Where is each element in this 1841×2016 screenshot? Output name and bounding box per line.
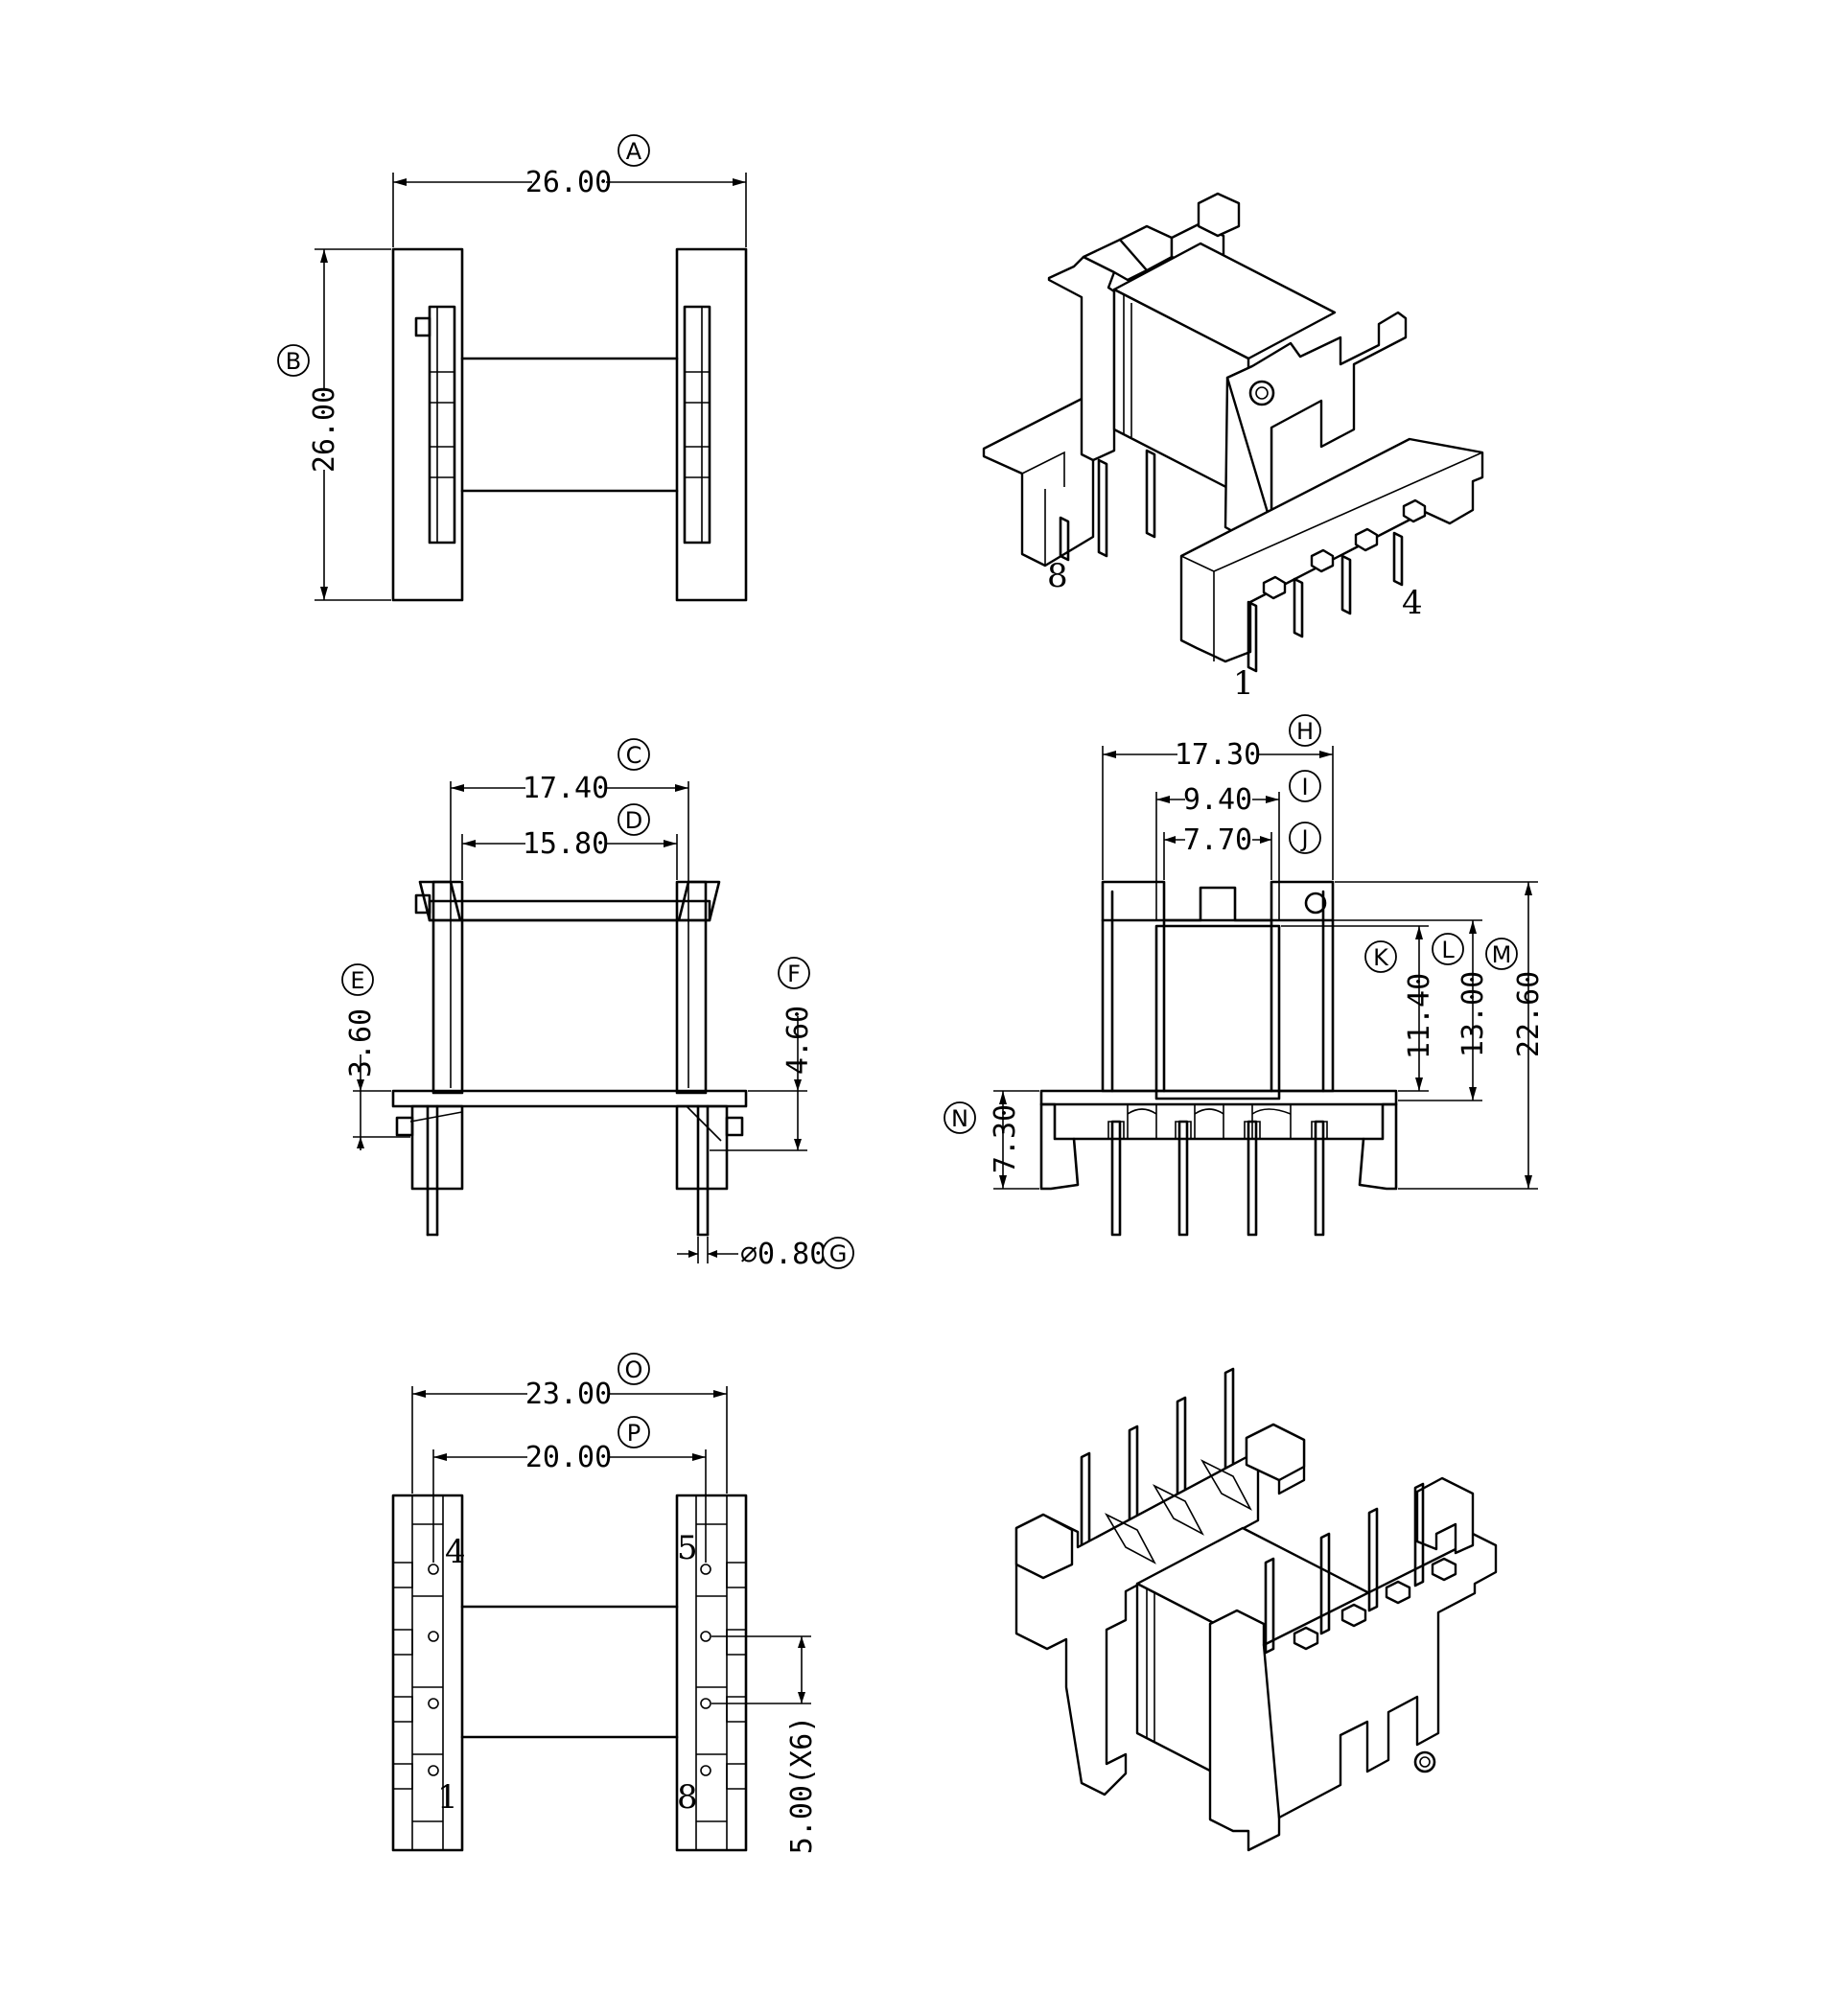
dimension-b: 26.00 B: [277, 248, 391, 601]
callout-d-label: D: [625, 807, 642, 834]
side-view-outline: [1039, 880, 1398, 1237]
dim-p-value: 20.00: [525, 1441, 612, 1474]
dim-e-value: 3.60: [344, 1008, 378, 1078]
top-view: 26.00 A 26.00 B: [277, 134, 748, 602]
dimension-e: 3.60 E: [341, 963, 410, 1150]
callout-o-circle: [618, 1353, 650, 1385]
dim-a-value: 26.00: [525, 166, 612, 199]
callout-k-circle: [1364, 940, 1397, 973]
front-view: 17.40 C 15.80 D 3.60 E: [341, 738, 854, 1271]
iso-pin-1-label: 1: [1233, 664, 1254, 703]
dimension-k: 11.40 K: [1281, 925, 1436, 1092]
callout-b-circle: [277, 344, 310, 377]
iso-pin-4-label: 4: [1402, 584, 1423, 622]
callout-e-circle: [341, 963, 374, 996]
callout-f-label: F: [787, 961, 801, 987]
dimension-c: 17.40 C: [450, 738, 689, 1088]
callout-n-circle: [944, 1101, 976, 1134]
dimension-pitch: 5.00(X6): [711, 1635, 819, 1855]
dimension-h: 17.30 H: [1102, 714, 1334, 880]
callout-g-circle: [822, 1237, 854, 1269]
dim-l-value: 13.00: [1456, 971, 1490, 1057]
dimension-j: 7.70 J: [1163, 822, 1321, 880]
dimension-m: 22.60 M: [1335, 881, 1546, 1190]
dim-j-value: 7.70: [1183, 823, 1252, 857]
bottom-pin-1-label: 1: [437, 1778, 458, 1817]
dim-pitch-value: 5.00(X6): [785, 1716, 819, 1855]
callout-p-circle: [618, 1416, 650, 1448]
dim-c-value: 17.40: [523, 772, 609, 805]
callout-e-label: E: [350, 967, 364, 994]
dimension-l: 13.00 L: [1281, 919, 1490, 1101]
dimension-a: 26.00 A: [392, 134, 747, 247]
dim-i-value: 9.40: [1183, 783, 1252, 817]
bottom-view: 4 5 1 8 23.00 O 20.00 P: [391, 1353, 819, 1855]
callout-h-circle: [1289, 714, 1321, 747]
bottom-pin-5-label: 5: [677, 1529, 698, 1567]
callout-f-circle: [778, 957, 810, 989]
callout-i-circle: [1289, 770, 1321, 802]
dimension-d: 15.80 D: [461, 803, 678, 880]
callout-n-label: N: [951, 1105, 968, 1132]
callout-k-label: K: [1373, 944, 1389, 971]
callout-c-circle: [618, 738, 650, 771]
callout-p-label: P: [627, 1420, 641, 1447]
top-view-outline: [391, 247, 748, 602]
callout-o-label: O: [625, 1356, 643, 1383]
dim-m-value: 22.60: [1512, 971, 1546, 1057]
callout-l-circle: [1432, 933, 1464, 965]
dimension-o: 23.00 O: [411, 1353, 728, 1494]
callout-g-label: G: [829, 1240, 848, 1267]
callout-j-label: J: [1299, 825, 1308, 852]
iso-view-bottom: [1014, 1367, 1498, 1852]
callout-i-label: I: [1301, 774, 1308, 800]
dim-d-value: 15.80: [523, 827, 609, 861]
callout-j-circle: [1289, 822, 1321, 854]
callout-d-circle: [618, 803, 650, 836]
callout-m-circle: [1485, 938, 1518, 970]
side-view: 17.30 H 9.40 I 7.70 J: [944, 714, 1546, 1237]
side-view-pins: [1107, 1120, 1328, 1237]
callout-b-label: B: [286, 348, 301, 375]
dim-h-value: 17.30: [1175, 738, 1261, 772]
dim-n-value: 7.30: [989, 1104, 1022, 1173]
dimension-g: ⌀0.80 G: [677, 1237, 854, 1271]
callout-a-circle: [618, 134, 650, 167]
bottom-pin-4-label: 4: [445, 1533, 466, 1571]
dim-o-value: 23.00: [525, 1378, 612, 1411]
callout-h-label: H: [1296, 718, 1314, 745]
front-view-outline: [391, 880, 748, 1237]
dimension-n: 7.30 N: [944, 1090, 1039, 1190]
dimension-f: 4.60 F: [710, 957, 815, 1151]
dim-g-value: ⌀0.80: [740, 1238, 827, 1271]
bottom-view-outline: 4 5 1 8: [391, 1494, 748, 1852]
bottom-view-pin-holes: [428, 1564, 711, 1776]
callout-c-label: C: [626, 742, 642, 769]
callout-l-label: L: [1441, 937, 1455, 963]
bottom-pin-8-label: 8: [677, 1778, 698, 1817]
dim-b-value: 26.00: [308, 386, 341, 473]
callout-a-label: A: [626, 138, 642, 165]
dim-k-value: 11.40: [1403, 973, 1436, 1059]
iso-pin-8-label: 8: [1047, 557, 1068, 595]
dimension-p: 20.00 P: [432, 1416, 707, 1563]
iso-view-top: 8 4 1: [982, 192, 1484, 703]
dimension-i: 9.40 I: [1155, 770, 1321, 920]
callout-m-label: M: [1492, 941, 1512, 968]
dim-f-value: 4.60: [781, 1006, 815, 1075]
